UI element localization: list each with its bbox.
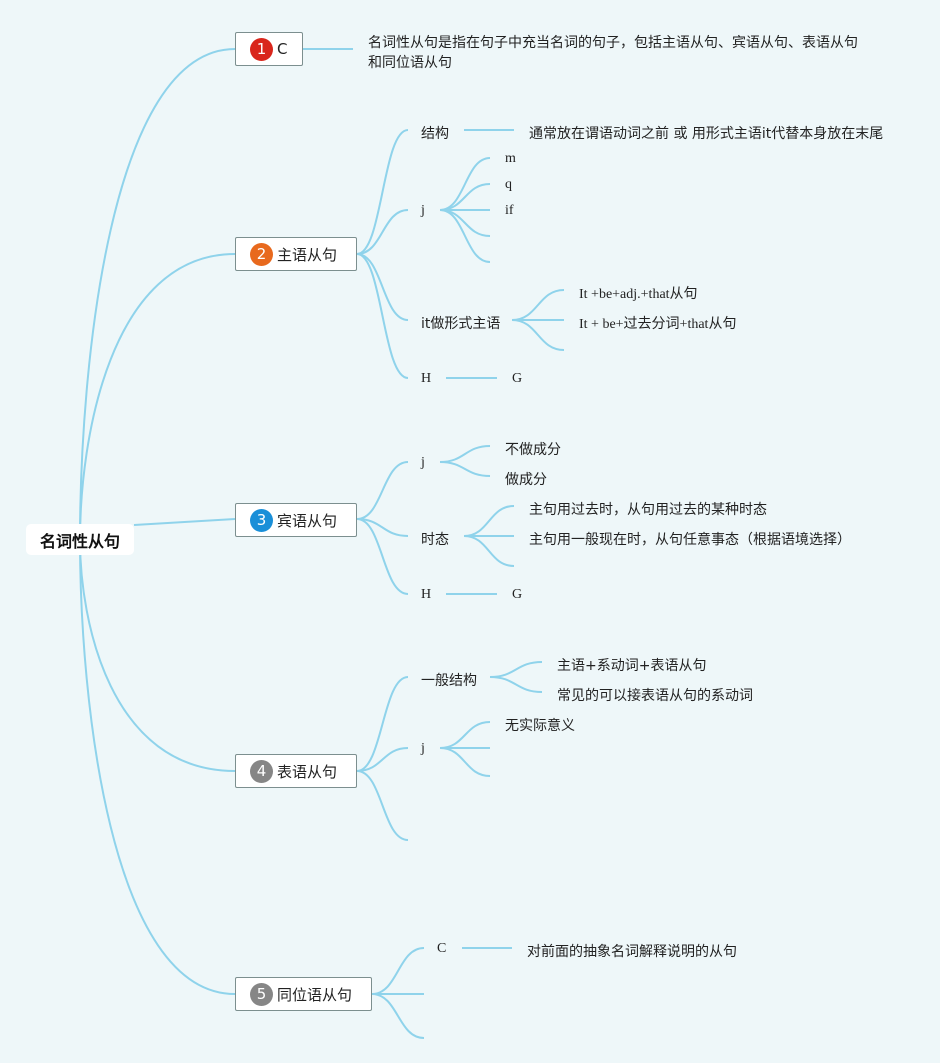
branch-5-node[interactable]: 5 同位语从句 [235,977,372,1011]
root-to-branch-1 [79,48,236,541]
b2-j-label: j [421,203,425,218]
branch-3-label: 宾语从句 [277,511,338,530]
root-label: 名词性从句 [39,531,120,551]
branch-2-node[interactable]: 2 主语从句 [235,237,357,271]
branch-3-node[interactable]: 3 宾语从句 [235,503,357,537]
b2-it-label: it做形式主语 [421,316,501,332]
b4-j-sub-0 [439,721,491,749]
b2-j-sub-4 [439,209,491,263]
b3-tense-label: 时态 [421,532,449,548]
b2-to-structure [356,129,409,255]
badge-3: 3 [250,508,273,532]
badge-4: 4 [250,759,273,783]
b4-to-structure [356,676,409,772]
b2-j-item-m: m [505,151,516,166]
b4-structure-item-1: 主语+系动词+表语从句 [557,658,707,674]
root-to-branch-5 [79,539,236,995]
b3-h-label: H [421,587,432,602]
b2-j-item-if: if [505,203,514,218]
branch-1-description: 名词性从句是指在句子中充当名词的句子，包括主语从句、宾语从句、表语从句和同位语从… [368,35,858,71]
b2-structure-label: 结构 [421,126,449,142]
b3-tense-item-2: 主句用一般现在时，从句任意事态（根据语境选择） [529,532,851,548]
branch-1-label: C [277,40,288,58]
b2-it-sub-2 [511,319,565,351]
b4-structure-sub-0 [489,661,543,678]
b4-structure-item-2: 常见的可以接表语从句的系动词 [557,688,753,704]
branch-2-label: 主语从句 [277,245,338,264]
b5-c-label: C [437,941,447,956]
b5-to-extra-2 [371,993,425,1039]
b3-j-label: j [421,455,425,470]
badge-1: 1 [250,37,273,61]
b2-j-sub-3 [439,209,491,237]
b4-to-j [356,747,409,772]
b4-structure-sub-1 [489,676,543,693]
b3-j-item-1: 不做成分 [505,442,561,458]
b2-to-j [356,209,409,255]
root-to-branch-2 [79,253,236,541]
root-to-branch-4 [79,539,236,772]
b3-j-sub-0 [439,445,491,463]
b2-it-item-1: It +be+adj.+that从句 [579,287,698,302]
b2-h-label: H [421,371,432,386]
b3-to-tense [356,518,409,537]
b2-it-item-2: It + be+过去分词+that从句 [579,317,737,332]
b4-to-extra [356,770,409,841]
b5-to-c [371,947,425,995]
b3-tense-sub-2 [463,535,515,567]
branch-4-label: 表语从句 [277,762,338,781]
b2-h-detail: G [512,371,523,386]
b5-c-detail: 对前面的抽象名词解释说明的从句 [527,944,737,960]
b2-to-it [356,253,409,321]
b3-tense-item-1: 主句用过去时，从句用过去的某种时态 [529,502,767,518]
b2-j-item-q: q [505,177,512,192]
branch-4-node[interactable]: 4 表语从句 [235,754,357,788]
b2-it-sub-0 [511,289,565,321]
b3-h-detail: G [512,587,523,602]
badge-2: 2 [250,242,273,266]
b3-tense-sub-0 [463,505,515,537]
b3-j-item-2: 做成分 [505,472,547,488]
b2-structure-detail: 通常放在谓语动词之前 或 用形式主语it代替本身放在末尾 [529,126,884,142]
b3-to-h [356,518,409,595]
b2-j-sub-1 [439,183,491,211]
b3-to-j [356,461,409,520]
b4-structure-label: 一般结构 [421,673,477,689]
branch-1-node[interactable]: 1 C [235,32,303,66]
b4-j-label: j [421,741,425,756]
branch-5-label: 同位语从句 [277,985,353,1004]
badge-5: 5 [250,982,273,1006]
b2-to-h [356,253,409,379]
b3-j-sub-1 [439,461,491,477]
b4-j-sub-2 [439,747,491,777]
b4-j-item-1: 无实际意义 [505,718,575,734]
root-node[interactable]: 名词性从句 [26,524,134,555]
root-to-branch-3 [133,518,236,526]
